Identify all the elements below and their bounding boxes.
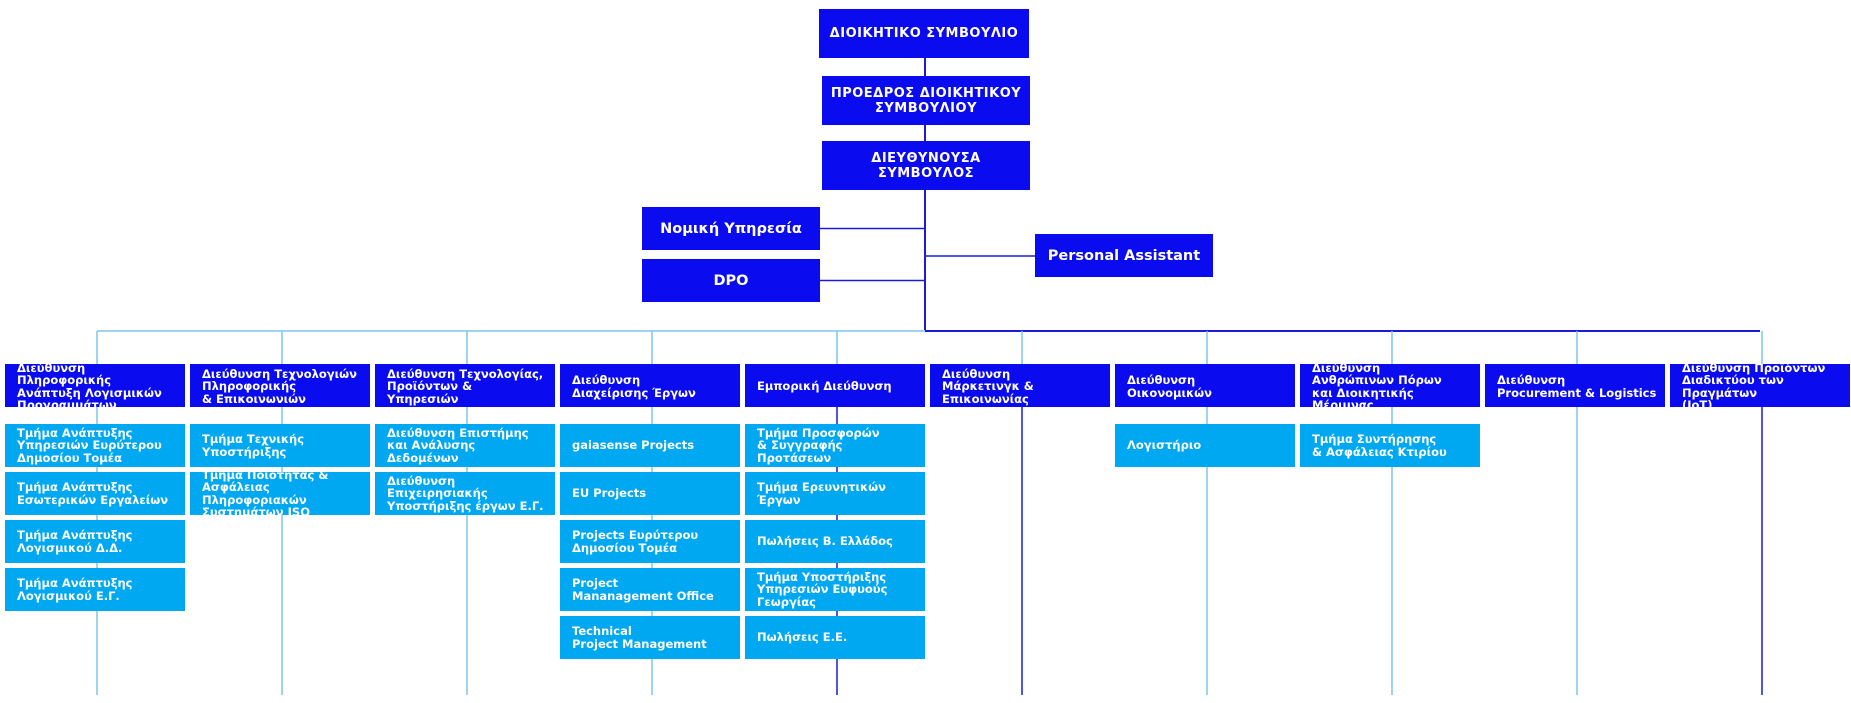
unit-node-4-0: Τμήμα Προσφορών & Συγγραφής Προτάσεων <box>745 424 925 467</box>
unit-node-4-3: Τμήμα Υποστήριξης Υπηρεσιών Ευφυούς Γεωρ… <box>745 568 925 611</box>
top-node-0: ΔΙΟΙΚΗΤΙΚΟ ΣΥΜΒΟΥΛΙΟ <box>819 9 1029 58</box>
department-node-5: Διεύθυνση Μάρκετινγκ & Επικοινωνίας <box>930 364 1110 407</box>
unit-node-0-2: Τμήμα Ανάπτυξης Λογισμικού Δ.Δ. <box>5 520 185 563</box>
unit-node-0-3: Τμήμα Ανάπτυξης Λογισμικού Ε.Γ. <box>5 568 185 611</box>
department-node-9: Διεύθυνση Προϊόντων Διαδικτύου των Πραγμ… <box>1670 364 1850 407</box>
unit-node-1-0: Τμήμα Τεχνικής Υποστήριξης <box>190 424 370 467</box>
department-node-3: Διεύθυνση Διαχείρισης Έργων <box>560 364 740 407</box>
department-node-2: Διεύθυνση Τεχνολογίας, Προϊόντων & Υπηρε… <box>375 364 555 407</box>
staff-node-left-1: DPO <box>642 259 820 302</box>
unit-node-0-0: Τμήμα Ανάπτυξης Υπηρεσιών Ευρύτερου Δημο… <box>5 424 185 467</box>
unit-node-4-4: Πωλήσεις Ε.Ε. <box>745 616 925 659</box>
unit-node-6-0: Λογιστήριο <box>1115 424 1295 467</box>
top-node-1: ΠΡΟΕΔΡΟΣ ΔΙΟΙΚΗΤΙΚΟΥ ΣΥΜΒΟΥΛΙΟΥ <box>822 76 1030 125</box>
unit-node-4-2: Πωλήσεις Β. Ελλάδος <box>745 520 925 563</box>
unit-node-3-4: Technical Project Management <box>560 616 740 659</box>
unit-node-3-1: EU Projects <box>560 472 740 515</box>
unit-node-4-1: Τμήμα Ερευνητικών Έργων <box>745 472 925 515</box>
department-node-4: Εμπορική Διεύθυνση <box>745 364 925 407</box>
unit-node-7-0: Τμήμα Συντήρησης & Ασφάλειας Κτιρίου <box>1300 424 1480 467</box>
unit-node-2-1: Διεύθυνση Επιχειρησιακής Υποστήριξης έργ… <box>375 472 555 515</box>
unit-node-2-0: Διεύθυνση Επιστήμης και Ανάλυσης Δεδομέν… <box>375 424 555 467</box>
unit-node-0-1: Τμήμα Ανάπτυξης Εσωτερικών Εργαλείων <box>5 472 185 515</box>
department-node-6: Διεύθυνση Οικονομικών <box>1115 364 1295 407</box>
department-node-7: Διεύθυνση Ανθρώπινων Πόρων και Διοικητικ… <box>1300 364 1480 407</box>
staff-node-left-0: Νομική Υπηρεσία <box>642 207 820 250</box>
unit-node-1-1: Τμήμα Ποιότητας & Ασφάλειας Πληροφοριακώ… <box>190 472 370 515</box>
department-node-8: Διεύθυνση Procurement & Logistics <box>1485 364 1665 407</box>
staff-node-right-0: Personal Assistant <box>1035 234 1213 277</box>
unit-node-3-3: Project Mananagement Office <box>560 568 740 611</box>
department-node-1: Διεύθυνση Τεχνολογιών Πληροφορικής & Επι… <box>190 364 370 407</box>
top-node-2: ΔΙΕΥΘΥΝΟΥΣΑ ΣΥΜΒΟΥΛΟΣ <box>822 141 1030 190</box>
unit-node-3-2: Projects Ευρύτερου Δημοσίου Τομέα <box>560 520 740 563</box>
department-node-0: Διεύθυνση Πληροφορικής Ανάπτυξη Λογισμικ… <box>5 364 185 407</box>
unit-node-3-0: gaiasense Projects <box>560 424 740 467</box>
